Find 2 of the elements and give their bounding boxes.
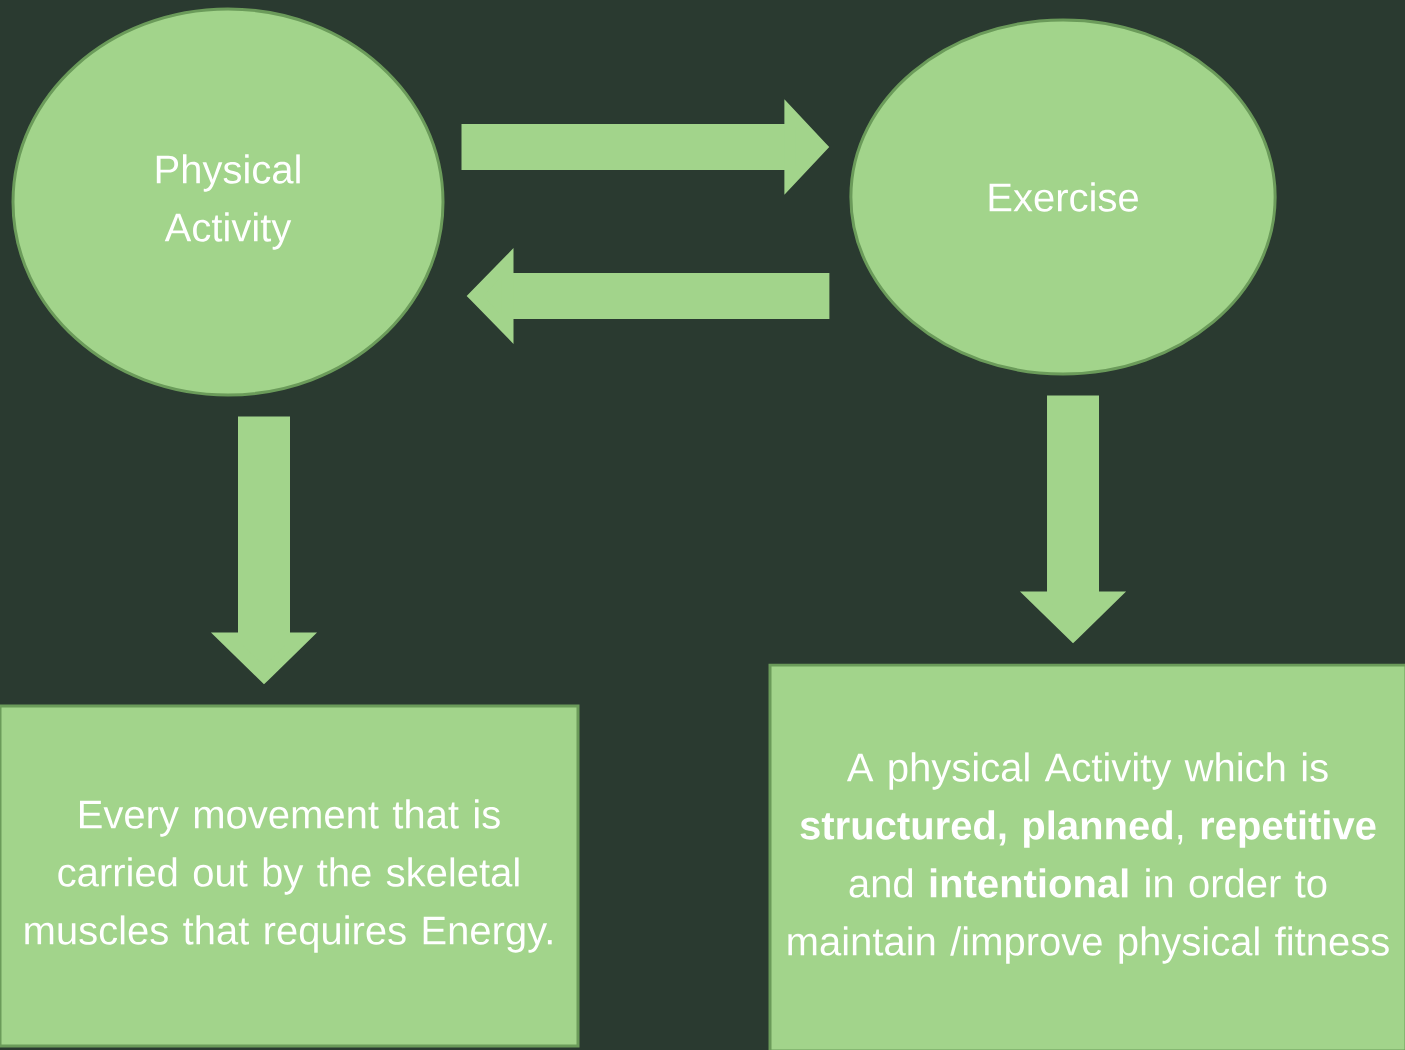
definition-box: A physical Activity which is structured, planned, repetitive and intentional in order to maintain /improve physical fitness — [768, 663, 1405, 1050]
definition-box: Every movement that is carried out by the skeletal muscles that requires Energy. — [0, 704, 580, 1048]
